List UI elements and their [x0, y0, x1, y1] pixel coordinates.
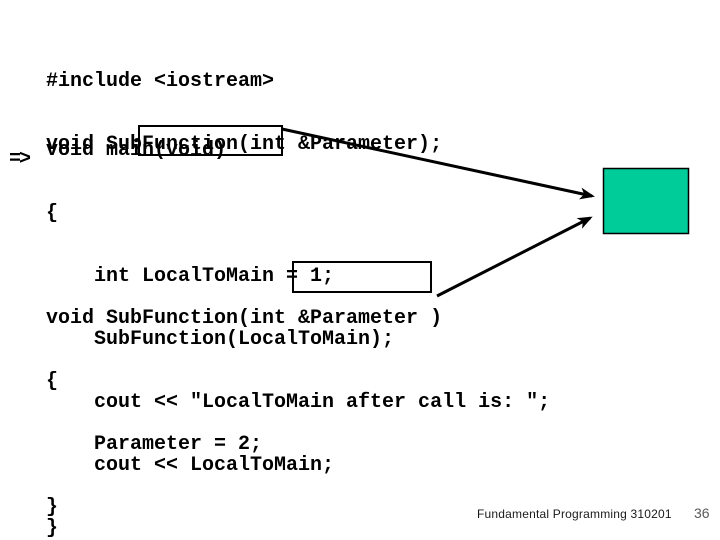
code-line: Parameter = 2; [46, 433, 263, 456]
code-line: int LocalToMain = 1; [46, 265, 335, 288]
code-block-main: void main(void) { int LocalToMain = 1; S… [46, 98, 550, 540]
code-line: SubFunction(LocalToMain); [46, 328, 395, 351]
code-line: #include <iostream> [46, 70, 275, 93]
code-line: { [46, 370, 59, 393]
code-line: cout << LocalToMain; [46, 454, 335, 477]
footer-page-number: 36 [694, 505, 710, 521]
current-line-marker: => [9, 148, 31, 171]
highlight-box-localtomain [138, 125, 283, 156]
footer-course-title: Fundamental Programming 310201 [477, 507, 672, 521]
highlight-box-parameter [292, 261, 432, 293]
code-line: void SubFunction(int &Parameter ) [46, 307, 443, 330]
code-line: cout << "LocalToMain after call is: "; [46, 391, 551, 414]
code-line: } [46, 517, 59, 540]
code-block-declarations: #include <iostream> void SubFunction(int… [46, 29, 442, 197]
code-line: } [46, 496, 59, 519]
slide-footer: Fundamental Programming 310201 36 [0, 503, 720, 527]
code-block-subfunction: void SubFunction(int &Parameter ) { Para… [46, 266, 442, 540]
code-line: void main(void) [46, 139, 227, 162]
code-line: { [46, 202, 59, 225]
memory-cell-rect [602, 167, 690, 235]
